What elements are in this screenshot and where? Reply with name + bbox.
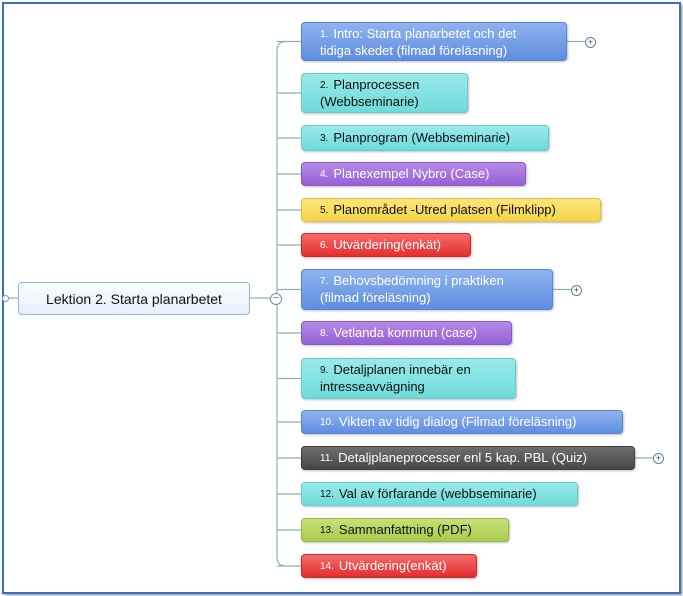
topic-text: 13. Sammanfattning (PDF) <box>320 522 472 539</box>
topic-node-11[interactable]: 11. Detaljplaneprocesser enl 5 kap. PBL (… <box>301 446 635 470</box>
topic-node-10[interactable]: 10. Vikten av tidig dialog (Filmad förelä… <box>301 410 623 434</box>
topic-line1: Utvärdering(enkät) <box>338 557 447 573</box>
minus-icon: − <box>273 293 279 304</box>
collapse-icon[interactable]: − <box>270 293 282 305</box>
topic-number: 5. <box>320 204 329 216</box>
topic-number: 13. <box>320 524 334 536</box>
topic-line2: (Webbseminarie) <box>320 94 419 109</box>
root-handle-icon[interactable] <box>2 295 9 302</box>
topic-line2: intresseavvägning <box>320 379 425 394</box>
topic-node-12[interactable]: 12. Val av förfarande (webbseminarie) <box>301 482 578 506</box>
topic-text: 11. Detaljplaneprocesser enl 5 kap. PBL (… <box>320 450 587 467</box>
topic-line1: Planprocessen <box>333 77 420 92</box>
topic-number: 6. <box>320 239 329 251</box>
topic-line2: tidiga skedet (filmad föreläsning) <box>320 43 508 58</box>
topic-line2: (filmad föreläsning) <box>320 290 431 305</box>
topic-text: 12. Val av förfarande (webbseminarie) <box>320 486 537 503</box>
topic-number: 14. <box>320 560 334 572</box>
topic-line1: Val av förfarande (webbseminarie) <box>338 485 537 501</box>
topic-node-3[interactable]: 3. Planprogram (Webbseminarie) <box>301 125 549 151</box>
topic-text: 1. Intro: Starta planarbetet och det tidig… <box>320 26 556 59</box>
plus-icon[interactable]: + <box>571 284 582 296</box>
topic-text: 2. Planprocessen (Webbseminarie) <box>320 77 457 110</box>
topic-text: 14. Utvärdering(enkät) <box>320 558 447 575</box>
topic-number: 10. <box>320 416 334 428</box>
topic-text: 7. Behovsbedömning i praktiken (filmad för… <box>320 273 542 306</box>
plus-icon[interactable]: + <box>653 453 664 464</box>
topic-line1: Planexempel Nybro (Case) <box>333 165 490 181</box>
topic-node-9[interactable]: 9. Detaljplanen innebär en intresseavvägni… <box>301 358 516 399</box>
topic-line1: Intro: Starta planarbetet och det <box>333 26 517 41</box>
topic-number: 11. <box>320 452 334 464</box>
topic-node-2[interactable]: 2. Planprocessen (Webbseminarie) <box>301 73 468 113</box>
topic-line1: Vikten av tidig dialog (Filmad föreläsni… <box>338 413 577 429</box>
topic-text: 5. Planområdet -Utred platsen (Filmklipp) <box>320 202 556 219</box>
topic-node-4[interactable]: 4. Planexempel Nybro (Case) <box>301 162 526 186</box>
topic-number: 4. <box>320 168 329 180</box>
topic-node-5[interactable]: 5. Planområdet -Utred platsen (Filmklipp) <box>301 198 601 222</box>
topic-line1: Detaljplanen innebär en <box>333 362 471 377</box>
topic-node-14[interactable]: 14. Utvärdering(enkät) <box>301 554 477 578</box>
topic-node-6[interactable]: 6. Utvärdering(enkät) <box>301 233 471 257</box>
topic-line1: Sammanfattning (PDF) <box>338 521 472 537</box>
plus-icon[interactable]: + <box>585 36 596 48</box>
topic-line1: Planområdet -Utred platsen (Filmklipp) <box>333 201 556 217</box>
topic-node-7[interactable]: 7. Behovsbedömning i praktiken (filmad för… <box>301 269 553 310</box>
topic-line1: Vetlanda kommun (case) <box>333 324 478 340</box>
topic-line1: Utvärdering(enkät) <box>333 236 441 252</box>
topic-number: 1. <box>320 29 329 40</box>
topic-node-13[interactable]: 13. Sammanfattning (PDF) <box>301 518 509 542</box>
topic-number: 8. <box>320 327 329 339</box>
topic-number: 9. <box>320 365 329 376</box>
topic-line1: Planprogram (Webbseminarie) <box>333 129 511 145</box>
topic-number: 2. <box>320 80 329 91</box>
topic-number: 7. <box>320 276 329 287</box>
topic-text: 4. Planexempel Nybro (Case) <box>320 166 489 183</box>
topic-text: 3. Planprogram (Webbseminarie) <box>320 130 510 147</box>
topic-text: 9. Detaljplanen innebär en intresseavvägni… <box>320 362 505 395</box>
topic-text: 10. Vikten av tidig dialog (Filmad förelä… <box>320 414 576 431</box>
topic-line1: Behovsbedömning i praktiken <box>333 273 504 288</box>
topic-text: 6. Utvärdering(enkät) <box>320 237 441 254</box>
topic-line1: Detaljplaneprocesser enl 5 kap. PBL (Qui… <box>338 449 587 465</box>
topic-number: 3. <box>320 132 329 144</box>
topic-number: 12. <box>320 488 334 500</box>
root-topic-label: Lektion 2. Starta planarbetet <box>46 290 222 307</box>
topic-text: 8. Vetlanda kommun (case) <box>320 325 477 342</box>
topic-node-8[interactable]: 8. Vetlanda kommun (case) <box>301 321 512 345</box>
root-topic[interactable]: Lektion 2. Starta planarbetet <box>18 282 250 315</box>
topic-node-1[interactable]: 1. Intro: Starta planarbetet och det tidig… <box>301 22 567 61</box>
